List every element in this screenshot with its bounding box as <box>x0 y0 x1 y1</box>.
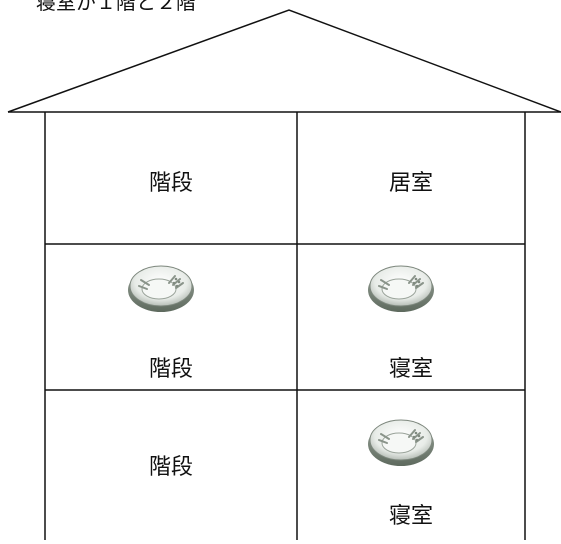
room-label: 居室 <box>389 171 433 196</box>
room-label: 寝室 <box>389 357 433 382</box>
roof <box>7 9 561 113</box>
diagram-caption: 寝室が１階と２階 <box>36 0 196 14</box>
smoke-detector-icon <box>367 265 435 313</box>
room-label: 寝室 <box>389 504 433 529</box>
room-label: 階段 <box>149 357 193 382</box>
smoke-detector-icon <box>367 419 435 467</box>
room-label: 階段 <box>149 455 193 480</box>
smoke-detector-icon <box>127 265 195 313</box>
room-label: 階段 <box>149 171 193 196</box>
